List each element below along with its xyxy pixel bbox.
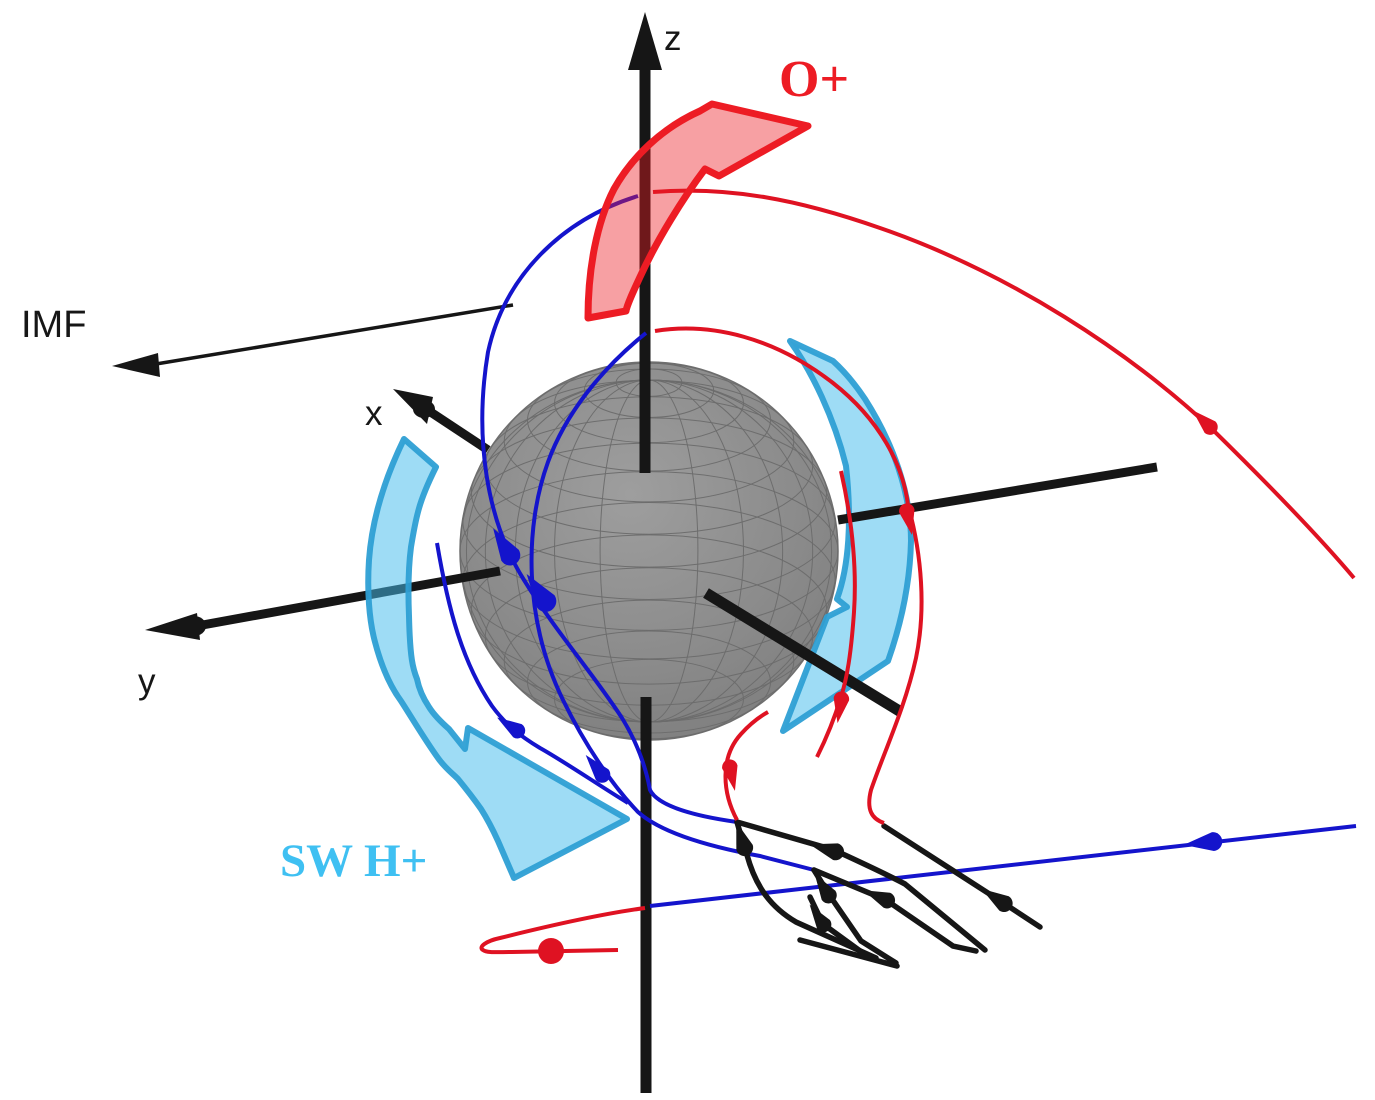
oxygen-trajectories	[479, 188, 1356, 964]
x-axis-negative	[703, 588, 904, 717]
oxygen-trajectory-escape-arc	[652, 188, 1356, 580]
y-axis-negative	[837, 462, 1158, 525]
flow-direction-cone	[807, 836, 847, 863]
sw-h-plus-label: SW H+	[280, 835, 427, 887]
tail-line	[734, 819, 988, 953]
newborn-ion-dot	[538, 938, 564, 964]
proton-trajectory-tailward	[649, 824, 1357, 908]
z-axis-arrowhead-icon	[628, 12, 662, 70]
x-axis-cone-base	[413, 400, 435, 418]
y-axis-cone-base	[182, 616, 206, 636]
oxygen-escape-arrow	[584, 100, 812, 322]
flow-direction-cone	[579, 749, 614, 787]
tail-line	[811, 867, 979, 954]
tail-line	[797, 937, 900, 969]
coordinate-axes	[112, 12, 1158, 1093]
imf-vector-line	[155, 303, 514, 366]
z-axis-label: z	[664, 19, 682, 58]
oxygen-trajectory-cycloid-outer	[654, 326, 924, 825]
proton-trajectory-outer	[480, 194, 738, 824]
y-axis-label: y	[138, 662, 156, 701]
solar-wind-flow-arrow-right	[780, 338, 914, 734]
x-axis-label: x	[365, 394, 383, 433]
imf-label: IMF	[21, 304, 86, 346]
oxygen-trajectory-ascending	[723, 710, 769, 821]
y-axis	[196, 566, 501, 631]
imf-arrowhead-icon	[112, 353, 160, 377]
tail-field-lines	[728, 819, 1043, 969]
solar-wind-flow-arrow-left	[365, 436, 630, 881]
flow-direction-cone	[1182, 831, 1224, 855]
x-axis	[423, 405, 491, 454]
oxygen-label: O+	[779, 51, 849, 108]
proton-trajectory-inner	[529, 331, 815, 872]
proton-trajectories	[435, 194, 1357, 908]
oxygen-trajectory-pickup-hairpin	[479, 906, 646, 955]
oxygen-trajectory-cycloid-inner	[815, 470, 857, 758]
